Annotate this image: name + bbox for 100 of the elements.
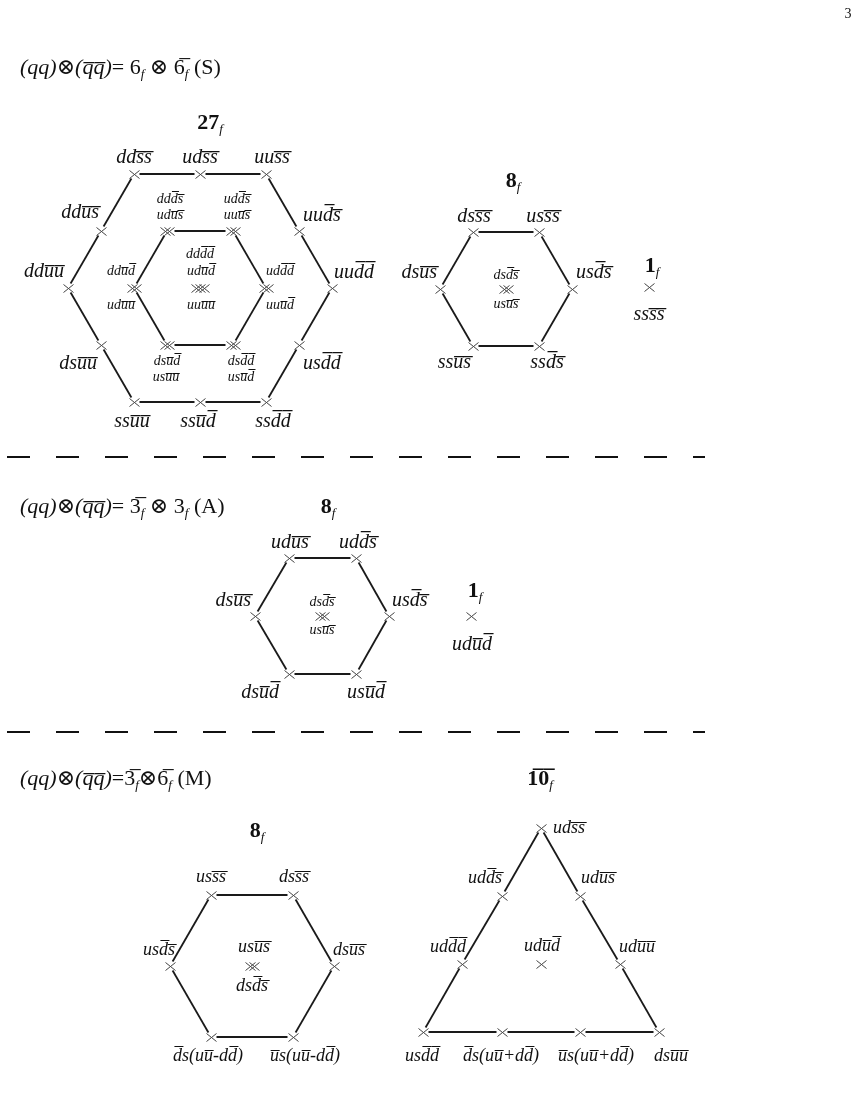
cross-mark-icon [465,611,477,621]
cross-mark-icon [194,169,206,179]
cross-mark-icon [293,226,305,236]
state-label: dsu̅u̅ [654,1044,688,1068]
cross-mark-icon [574,1027,586,1037]
hexagon-side [173,230,227,232]
state-label: udd̅s̅ [223,189,251,208]
triangle-side [621,967,658,1029]
state-label: udd̅d̅ [430,935,466,959]
double-cross-mark-icon [159,226,175,236]
state-label: udu̅u̅ [619,935,655,959]
state-label: udu̅d̅ [452,631,492,656]
state-label: ddu̅u̅ [24,258,64,283]
state-label: usd̅s̅ [143,938,175,962]
cross-mark-icon [535,823,547,833]
state-label: udd̅d̅ [266,261,294,280]
state-label: udu̅s̅ [271,529,309,554]
cross-mark-icon [128,397,140,407]
cross-mark-icon [249,611,261,621]
state-label: sss̅s̅ [633,301,665,326]
cross-mark-icon [95,226,107,236]
cross-mark-icon [496,1027,508,1037]
multiplet-label: 8$_{f}$ [505,165,521,195]
hexagon-side [173,344,227,346]
double-cross-mark-icon [159,340,175,350]
cross-mark-icon [326,283,338,293]
state-label: dsd̅s̅ [493,265,519,284]
equation-label: (qq)⊗(q̅q̅)= 3̅$_{f}$ ⊗ 3$_{f}$ (A) [20,491,225,521]
cross-mark-icon [643,282,655,292]
double-cross-mark-icon [258,283,274,293]
cross-mark-icon [205,1032,217,1042]
state-label: dsu̅d̅ [153,351,181,370]
equation-label: (qq)⊗(q̅q̅)= 6$_{f}$ ⊗ 6̅$_{f}$ (S) [20,52,221,82]
hexagon-side [171,898,210,963]
state-label: usd̅d̅ [303,350,341,375]
state-label: usd̅s̅ [576,259,612,284]
state-label: dss̅s̅ [279,865,309,889]
multiplet-label: 8$_{f}$ [249,815,265,845]
state-label: usu̅s̅ [493,294,519,313]
hexagon-side [540,292,571,343]
state-label: dsu̅s̅ [333,938,365,962]
multiplet-label: 8$_{f}$ [320,491,336,521]
hexagon-side [294,898,333,963]
hexagon-side [135,234,166,285]
cross-mark-icon [260,397,272,407]
cross-mark-icon [566,284,578,294]
state-label: udu̅u̅ [107,295,135,314]
triangle-side [506,1031,576,1033]
cross-mark-icon [283,553,295,563]
hexagon-side [293,557,352,559]
hexagon-side [215,894,289,896]
cross-mark-icon [467,227,479,237]
double-cross-mark-icon [314,611,330,621]
state-label: dsd̅s̅ [236,974,268,998]
state-label: dds̅s̅ [116,144,152,169]
state-label: ddu̅s̅ [61,199,99,224]
hexagon-side [234,291,265,342]
multiplet-label: 1$_{f}$ [467,575,483,605]
state-label: usu̅s̅ [309,620,335,639]
multiplet-label: 1$_{f}$ [644,250,660,280]
triangle-side [581,899,619,961]
state-label: ssd̅s̅ [530,349,564,374]
hexagon-side [234,234,265,285]
hexagon-side [256,619,288,671]
state-label: ddu̅d̅ [107,261,135,280]
cross-mark-icon [535,959,547,969]
cross-mark-icon [434,284,446,294]
state-label: ssd̅d̅ [255,408,291,433]
state-label: usu̅u̅ [152,367,180,386]
multiplet-label: 1̅0̅$_{f}$ [527,763,553,793]
state-label: d̅s(uu̅-dd̅) [173,1044,243,1068]
cross-mark-icon [164,961,176,971]
state-label: udd̅s̅ [339,529,377,554]
hexagon-side [477,231,535,233]
double-cross-mark-icon [225,226,241,236]
cross-mark-icon [533,227,545,237]
hexagon-side [294,969,333,1034]
state-label: uds̅s̅ [553,816,585,840]
state-label: dss̅s̅ [457,203,491,228]
state-label: uss̅s̅ [526,203,560,228]
cross-mark-icon [496,891,508,901]
state-label: ddd̅d̅ [186,244,214,263]
cross-mark-icon [614,959,626,969]
hexagon-side [300,234,331,285]
triangle-side [427,1031,498,1033]
cross-mark-icon [467,341,479,351]
hexagon-side [267,348,298,399]
cross-mark-icon [383,611,395,621]
state-label: u̅s(uu̅-dd̅) [270,1044,340,1068]
hexagon-side [357,619,388,671]
triangle-side [424,967,461,1029]
cross-mark-icon [293,340,305,350]
triangle-side [503,831,540,893]
hexagon-side [540,235,571,286]
cross-mark-icon [205,890,217,900]
state-label: uuu̅s̅ [223,205,251,224]
hexagon-side [102,348,133,399]
state-label: udu̅s̅ [581,866,615,890]
page-number: 3 [844,4,852,23]
double-cross-mark-icon [244,961,260,971]
